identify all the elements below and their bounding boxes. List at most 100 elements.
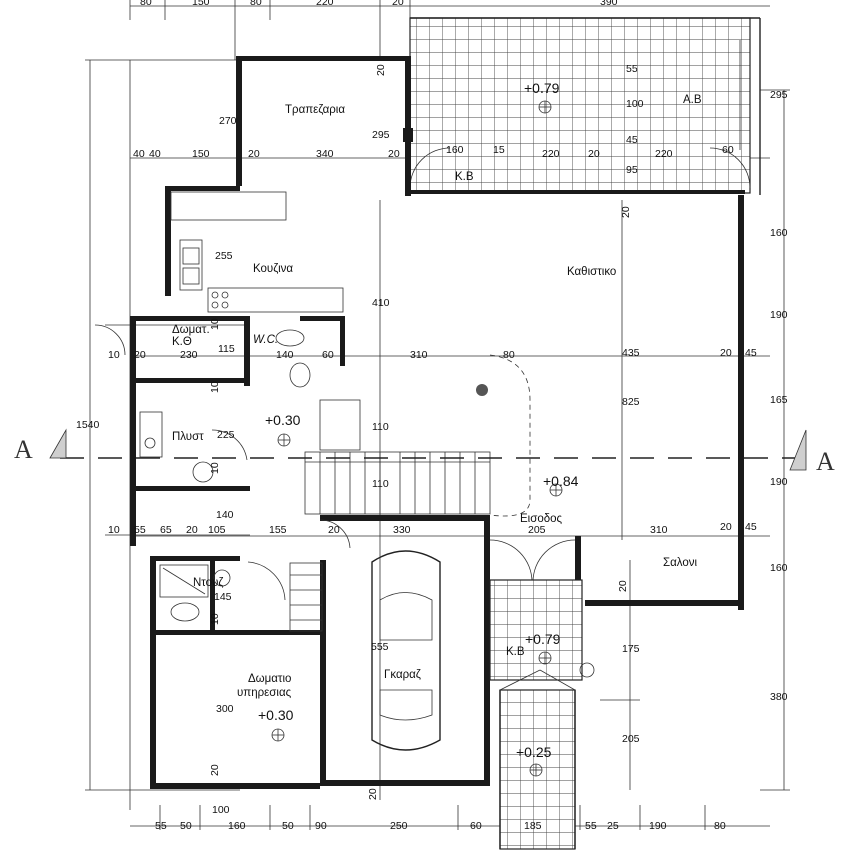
section-line <box>49 428 807 471</box>
dim-left-outer: 1540 <box>76 419 100 431</box>
dim-bottom-4: 90 <box>315 820 327 832</box>
dim-row-dining-10: 220 <box>655 148 673 160</box>
label-open-veranda: Α.Β <box>683 94 702 106</box>
dim-row-lower-1: 55 <box>134 524 146 536</box>
porch-and-path <box>489 579 595 850</box>
dim-row-dining-11: 60 <box>722 144 734 156</box>
dim-right-inner-1: 435 <box>622 347 640 359</box>
dim-top-0: 80 <box>140 0 152 8</box>
dim-row-dining-3: 20 <box>248 148 260 160</box>
level-labels: +0.79 +0.30 +0.84 +0.79 +0.30 +0.25 <box>258 80 579 760</box>
dim-bottom-7: 185 <box>524 820 542 832</box>
kitchen-fixtures <box>179 239 344 313</box>
dim-row-lower-8: 205 <box>528 524 546 536</box>
dim-right-inner-8: 205 <box>622 733 640 745</box>
label-maid-room: Δωματ.Κ.Θ <box>172 324 210 348</box>
dim-row-dining-5: 20 <box>388 148 400 160</box>
dim-row-dining-7: 15 <box>493 144 505 156</box>
level-path: +0.25 <box>516 744 552 760</box>
dim-misc-3: 255 <box>215 250 233 262</box>
dim-right-inner-7: 175 <box>622 643 640 655</box>
label-garage: Γκαραζ <box>384 669 421 681</box>
open-veranda <box>409 17 761 195</box>
level-entry: +0.84 <box>543 473 579 489</box>
dim-top-5: 390 <box>600 0 618 8</box>
dim-right-inner-4: 45 <box>745 347 757 359</box>
level-markers <box>271 100 563 777</box>
dim-row-lower-3: 20 <box>186 524 198 536</box>
dim-row-dining-6: 160 <box>446 144 464 156</box>
label-wc: W.C. <box>253 334 278 346</box>
dim-row-mid-2: 230 <box>180 349 198 361</box>
section-mark-left: A <box>14 435 33 464</box>
dim-row-dining-2: 150 <box>192 148 210 160</box>
level-terrace: +0.79 <box>524 80 560 96</box>
dim-terrace-right-2: 45 <box>626 134 638 146</box>
dim-row-mid-3: 115 <box>218 343 235 355</box>
dim-top-4: 20 <box>392 0 404 8</box>
label-laundry: Πλυστ <box>172 431 204 443</box>
dim-misc-18: 100 <box>212 804 230 816</box>
dim-bottom-0: 55 <box>155 820 167 832</box>
level-service: +0.30 <box>258 707 294 723</box>
dim-top-2: 80 <box>250 0 262 8</box>
dim-row-mid-4: 140 <box>276 349 294 361</box>
dim-row-lower-7: 330 <box>393 524 411 536</box>
dim-row-lower-9: 310 <box>650 524 668 536</box>
label-covered-porch: Κ.Β <box>506 646 525 658</box>
label-service-room: Δωματιο <box>248 673 291 685</box>
dim-row-dining-9: 20 <box>588 148 600 160</box>
label-shower: Ντουζ <box>193 577 223 589</box>
dim-right-outer-6: 380 <box>770 691 788 703</box>
dim-top-3: 220 <box>316 0 334 8</box>
dim-misc-11: 140 <box>216 509 234 521</box>
label-dining: Τραπεζαρια <box>285 104 345 116</box>
dim-row-mid-6: 310 <box>410 349 428 361</box>
dim-row-lower-5: 155 <box>269 524 287 536</box>
section-mark-right: A <box>816 447 835 476</box>
dim-terrace-right-1: 100 <box>626 98 644 110</box>
dim-row-mid-0: 10 <box>108 349 120 361</box>
dim-bottom-1: 50 <box>180 820 192 832</box>
label-living: Καθιστικο <box>567 266 616 278</box>
dim-bottom-5: 250 <box>390 820 408 832</box>
dim-misc-13: 10 <box>209 613 221 625</box>
dim-row-lower-0: 10 <box>108 524 120 536</box>
dim-top-1: 150 <box>192 0 210 8</box>
dim-misc-10: 110 <box>372 478 389 490</box>
label-entrance: Εισοδος <box>520 513 563 525</box>
dim-terrace-right-0: 55 <box>626 63 638 75</box>
dim-misc-2: 20 <box>375 64 387 76</box>
dim-bottom-3: 50 <box>282 820 294 832</box>
dim-bottom-10: 190 <box>649 820 667 832</box>
dim-right-inner-0: 20 <box>620 206 632 218</box>
staircase <box>289 399 491 632</box>
dim-row-lower-2: 65 <box>160 524 172 536</box>
dim-misc-8: 10 <box>209 462 221 474</box>
dim-misc-4: 410 <box>372 297 390 309</box>
dim-row-dining-1: 40 <box>149 148 161 160</box>
dim-bottom-8: 55 <box>585 820 597 832</box>
dim-misc-14: 555 <box>371 641 389 653</box>
dim-right-inner-2: 825 <box>622 396 640 408</box>
dim-row-mid-1: 20 <box>134 349 146 361</box>
label-salon: Σαλονι <box>663 557 697 569</box>
dim-right-outer-4: 190 <box>770 476 788 488</box>
dim-misc-19: 20 <box>617 580 629 592</box>
room-labels: Τραπεζαρια Κουζινα Καθιστικο Δωματ.Κ.Θ W… <box>172 94 702 699</box>
dim-misc-1: 295 <box>372 129 390 141</box>
dim-right-inner-3: 20 <box>720 347 732 359</box>
level-porch: +0.79 <box>525 631 561 647</box>
dim-misc-9: 110 <box>372 421 389 433</box>
dim-right-outer-3: 165 <box>770 394 788 406</box>
dim-row-dining-8: 220 <box>542 148 560 160</box>
dim-misc-15: 300 <box>216 703 234 715</box>
dim-right-outer-1: 160 <box>770 227 788 239</box>
dim-misc-5: 10 <box>209 318 221 330</box>
dim-misc-12: 145 <box>214 591 232 603</box>
dim-bottom-9: 25 <box>607 820 619 832</box>
dim-row-lower-4: 105 <box>208 524 226 536</box>
dim-right-inner-6: 45 <box>745 521 757 533</box>
